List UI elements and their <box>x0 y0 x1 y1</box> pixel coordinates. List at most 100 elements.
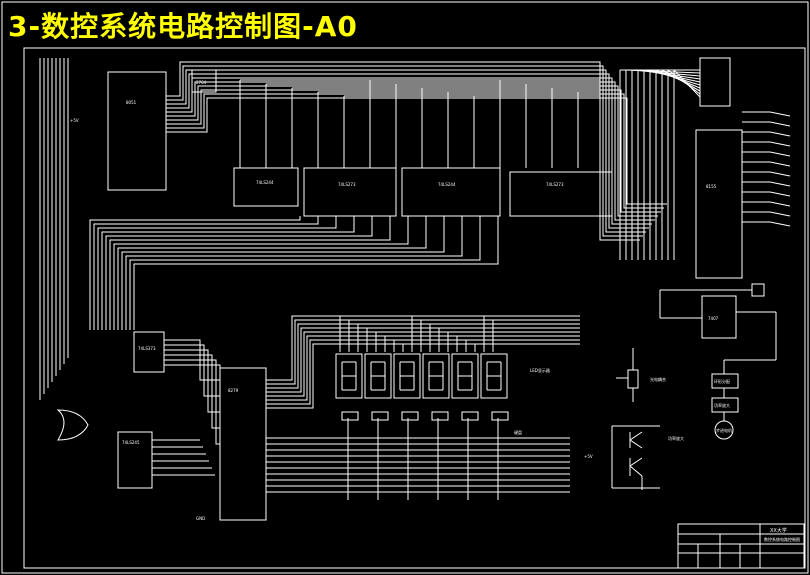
transistor-amp: 功率放大 <box>611 425 684 490</box>
seg-driver-chip: 74LS245 <box>117 431 153 489</box>
switch-wire <box>769 121 791 127</box>
digit-driver-box <box>491 411 509 421</box>
step-driver-label: 环形分配 <box>714 378 730 384</box>
right-link-wire <box>667 69 701 95</box>
gnd-label: GND <box>196 516 205 521</box>
switch-wire <box>769 131 791 137</box>
led-display <box>335 353 508 399</box>
driver-chip-label: 7407 <box>708 316 719 321</box>
small-box-right <box>751 283 765 297</box>
under-latch-wire <box>129 216 481 330</box>
title-block-institution: XX大学 <box>770 527 787 534</box>
io-chip-label: 8279 <box>228 388 239 393</box>
led-digit <box>393 353 421 399</box>
interface-chip-label: 8155 <box>706 184 717 189</box>
led-digit <box>422 353 450 399</box>
segment-bus-wire <box>266 339 580 405</box>
wiring <box>39 58 791 500</box>
bus-wire-top <box>166 69 646 233</box>
decoder-link-wire <box>164 364 221 460</box>
bus-wire-top <box>166 61 640 241</box>
switch-wire <box>769 201 791 207</box>
latch-chip-4: 74LS273 <box>509 171 613 217</box>
digit-driver-box <box>461 411 479 421</box>
switch-wire <box>769 211 791 217</box>
under-latch-wire <box>101 216 355 330</box>
led-digit <box>364 353 392 399</box>
segment-bus-wire <box>266 319 580 385</box>
decoder-link-wire <box>164 359 220 445</box>
switch-wire <box>769 191 791 197</box>
segment-bus-wire <box>266 335 580 401</box>
under-latch-wire <box>117 216 427 330</box>
latch-chip-3: 74LS244 <box>401 167 501 217</box>
bus-wire-top <box>166 93 664 209</box>
or-gate <box>56 409 89 441</box>
segment-bus-wire <box>266 327 580 393</box>
right-link-wire <box>637 69 701 80</box>
under-latch-wire <box>133 216 499 330</box>
under-latch-wire <box>121 216 445 330</box>
bus-wire-top <box>166 73 649 229</box>
interface-chip-8155: 8155 <box>695 129 743 279</box>
decoder-link-wire <box>164 349 220 413</box>
amp-label: 功率放大 <box>714 402 730 408</box>
switch-wire <box>769 181 791 187</box>
digit-driver-box <box>371 411 389 421</box>
under-latch-wire <box>89 216 301 330</box>
switch-wire <box>769 221 791 227</box>
switch-wire <box>769 151 791 157</box>
segment-bus-wire <box>266 343 580 409</box>
bus-wire-top <box>166 85 658 217</box>
bus-wire-top <box>166 97 667 205</box>
mcu-chip: 8051 <box>107 71 167 191</box>
under-latch-wire <box>105 216 373 330</box>
title-block: XX大学 数控系统电路控制图 <box>677 523 805 569</box>
drawing-frame-inner <box>23 47 806 569</box>
latch-chip-1: 74LS244 <box>233 167 299 207</box>
bus-wire-top <box>166 81 655 221</box>
power-label-top: +5V <box>70 118 79 123</box>
under-latch-wire <box>93 216 319 330</box>
digit-driver-box <box>401 411 419 421</box>
driver-chip-right: 7407 <box>701 295 737 339</box>
title-block-drawing-name: 数控系统电路控制图 <box>764 536 800 542</box>
latch-chip-2: 74LS273 <box>303 167 397 217</box>
switch-wire <box>769 161 791 167</box>
under-latch-wire <box>109 216 391 330</box>
led-digit <box>335 353 363 399</box>
stepper-label: 步进电机 <box>716 427 732 433</box>
under-latch-wire <box>97 216 337 330</box>
led-digit <box>480 353 508 399</box>
digit-driver-box <box>341 411 359 421</box>
decoder-chip: 74LS373 <box>133 331 165 373</box>
mcu-label: 8051 <box>126 100 137 105</box>
photo-coupler: 光电耦合 <box>616 348 666 402</box>
bus-wire-top <box>166 77 652 225</box>
power-label-bottom: +5V <box>584 454 593 459</box>
io-chip-8279: 8279 <box>219 367 267 521</box>
segment-bus-wire <box>266 323 580 389</box>
photo-label: 光电耦合 <box>650 376 666 382</box>
digit-driver-box <box>431 411 449 421</box>
keyboard-label: 键盘 <box>514 429 522 435</box>
bus-wire-top <box>166 89 661 213</box>
power-amp-label: 功率放大 <box>668 435 684 441</box>
interface-chip-top <box>699 57 731 107</box>
latch-3-label: 74LS244 <box>438 182 456 187</box>
drawing-title: 3-数控系统电路控制图-A0 <box>8 10 358 43</box>
step-driver-box: 环形分配 <box>711 373 739 389</box>
right-link-wire <box>673 69 701 98</box>
latch-4-label: 74LS273 <box>546 182 564 187</box>
digit-driver-row <box>341 411 509 421</box>
latch-2-label: 74LS273 <box>338 182 356 187</box>
decoder-label: 74LS373 <box>138 346 156 351</box>
led-digit <box>451 353 479 399</box>
switch-wire <box>769 111 791 117</box>
under-latch-wire <box>125 216 463 330</box>
latch-1-label: 74LS244 <box>256 180 274 185</box>
decoder-link-wire <box>164 354 220 429</box>
